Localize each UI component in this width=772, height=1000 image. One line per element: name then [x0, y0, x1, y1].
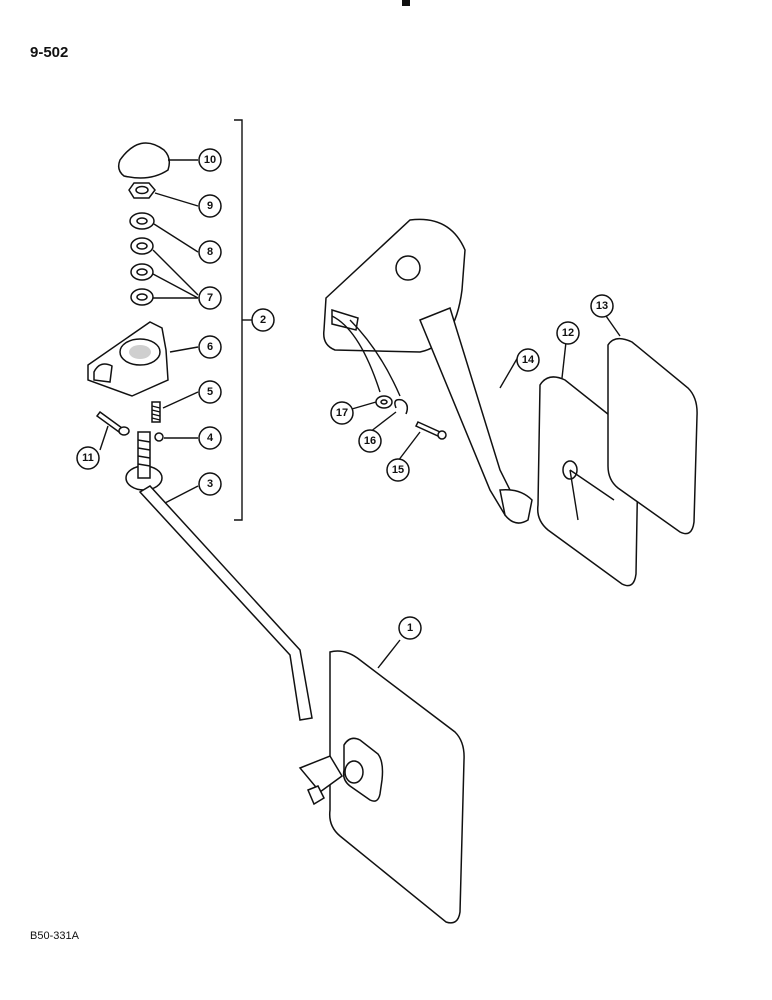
svg-text:1: 1 [407, 622, 413, 634]
mirror-head-bracket [322, 218, 533, 524]
svg-text:17: 17 [336, 407, 348, 419]
leader-lines [99, 159, 621, 669]
callout-6: 6 [198, 335, 222, 359]
top-edge-mark [402, 0, 410, 6]
nut-part [128, 182, 156, 199]
callout-9: 9 [198, 194, 222, 218]
callout-4: 4 [198, 426, 222, 450]
svg-text:9: 9 [207, 200, 213, 212]
svg-text:13: 13 [596, 300, 608, 312]
washer-part-right [375, 395, 393, 409]
lock-washer-part-right [394, 398, 409, 415]
callout-3: 3 [198, 472, 222, 496]
svg-text:16: 16 [364, 435, 376, 447]
lock-washers-part [130, 237, 154, 306]
group-bracket [234, 119, 243, 521]
callout-8: 8 [198, 240, 222, 264]
callout-14: 14 [516, 348, 540, 372]
callout-15: 15 [386, 458, 410, 482]
svg-text:10: 10 [204, 154, 216, 166]
screw-part-left [95, 410, 130, 436]
svg-text:2: 2 [260, 314, 266, 326]
callout-16: 16 [358, 429, 382, 453]
svg-text:12: 12 [562, 327, 574, 339]
callout-7: 7 [198, 286, 222, 310]
mirror-part-back [607, 337, 698, 535]
svg-text:6: 6 [207, 341, 213, 353]
callout-13: 13 [590, 294, 614, 318]
svg-text:5: 5 [207, 386, 213, 398]
cap-part [117, 142, 171, 179]
callout-1: 1 [398, 616, 422, 640]
svg-text:14: 14 [522, 354, 535, 366]
figure-code: B50-331A [30, 930, 79, 942]
callout-2: 2 [251, 308, 275, 332]
svg-text:7: 7 [207, 292, 213, 304]
mirror-part-front [298, 650, 465, 924]
callout-11: 11 [76, 446, 100, 470]
svg-text:15: 15 [392, 464, 404, 476]
ball-part [154, 432, 164, 442]
svg-text:3: 3 [207, 478, 213, 490]
clamp-bracket-part [87, 321, 169, 397]
callout-10: 10 [198, 148, 222, 172]
mirror-arm-part [125, 431, 313, 721]
callout-12: 12 [556, 321, 580, 345]
svg-text:11: 11 [82, 452, 94, 464]
svg-text:4: 4 [207, 432, 214, 444]
spring-part [151, 401, 161, 423]
callout-17: 17 [330, 401, 354, 425]
page-number: 9-502 [30, 44, 69, 61]
svg-text:8: 8 [207, 246, 213, 258]
flat-washer-part [129, 212, 155, 230]
callout-5: 5 [198, 380, 222, 404]
screw-part-right [414, 421, 447, 440]
